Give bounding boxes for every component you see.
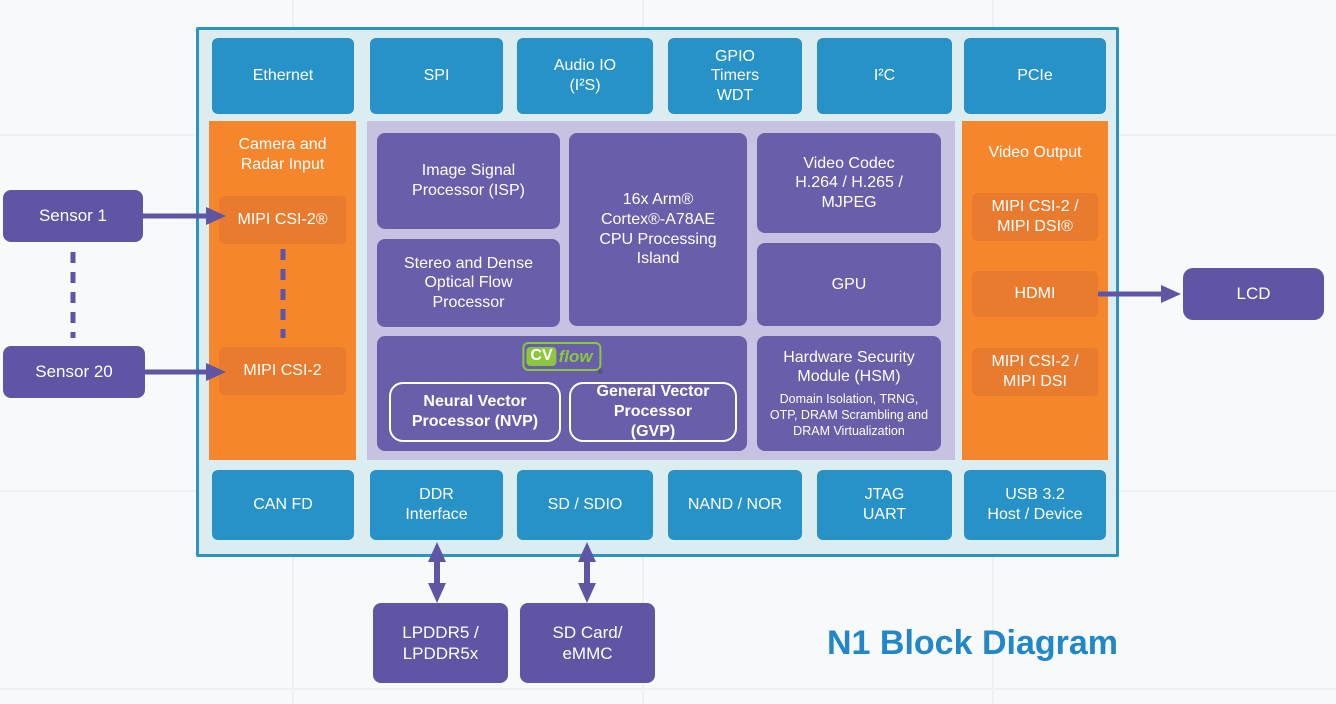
hsm-details: Domain Isolation, TRNG, OTP, DRAM Scramb… bbox=[769, 391, 929, 439]
block-usb32: USB 3.2 Host / Device bbox=[964, 470, 1106, 540]
block-gpu: GPU bbox=[757, 243, 941, 326]
block-cpu-island: 16x Arm® Cortex®-A78AE CPU Processing Is… bbox=[569, 133, 747, 326]
block-ethernet: Ethernet bbox=[212, 38, 354, 114]
soc-container: Ethernet SPI Audio IO (I²S) GPIO Timers … bbox=[196, 27, 1119, 557]
diagram-title: N1 Block Diagram bbox=[827, 624, 1118, 662]
block-video-codec: Video Codec H.264 / H.265 / MJPEG bbox=[757, 133, 941, 233]
block-can-fd: CAN FD bbox=[212, 470, 354, 540]
cvflow-registered-mark: ® bbox=[597, 369, 603, 376]
block-lpddr5: LPDDR5 / LPDDR5x bbox=[373, 603, 508, 683]
block-sensor-20: Sensor 20 bbox=[3, 346, 145, 398]
block-hsm: Hardware Security Module (HSM) Domain Is… bbox=[757, 336, 941, 451]
block-ddr-interface: DDR Interface bbox=[370, 470, 503, 540]
hsm-title: Hardware Security Module (HSM) bbox=[783, 348, 915, 386]
port-mipi-csi2-dsi-out-1: MIPI CSI-2 / MIPI DSI® bbox=[972, 193, 1098, 241]
block-audio-io: Audio IO (I²S) bbox=[517, 38, 653, 114]
cvflow-flow-word: flow bbox=[558, 347, 593, 366]
block-stereo-optical-flow: Stereo and Dense Optical Flow Processor bbox=[377, 239, 560, 327]
block-isp: Image Signal Processor (ISP) bbox=[377, 133, 560, 229]
port-mipi-csi2-in-1: MIPI CSI-2® bbox=[219, 196, 346, 244]
block-nvp: Neural Vector Processor (NVP) bbox=[389, 382, 561, 442]
block-sensor-1: Sensor 1 bbox=[3, 190, 143, 242]
block-gvp: General Vector Processor (GVP) bbox=[569, 382, 737, 442]
grid-line bbox=[0, 688, 1336, 690]
port-mipi-csi2-in-2: MIPI CSI-2 bbox=[219, 347, 346, 395]
block-gpio-timers-wdt: GPIO Timers WDT bbox=[668, 38, 802, 114]
cvflow-cv-badge: CV bbox=[526, 347, 557, 366]
block-jtag-uart: JTAG UART bbox=[817, 470, 952, 540]
block-nand-nor: NAND / NOR bbox=[668, 470, 802, 540]
block-sd-sdio: SD / SDIO bbox=[517, 470, 653, 540]
cvflow-logo: CV flow ® bbox=[522, 342, 603, 376]
block-sd-card-emmc: SD Card/ eMMC bbox=[520, 603, 655, 683]
port-hdmi: HDMI bbox=[972, 271, 1098, 317]
block-spi: SPI bbox=[370, 38, 503, 114]
video-output-header: Video Output bbox=[988, 144, 1082, 161]
block-lcd: LCD bbox=[1183, 268, 1324, 320]
block-cvflow: CV flow ® Neural Vector Processor (NVP) … bbox=[377, 336, 747, 451]
block-pcie: PCIe bbox=[964, 38, 1106, 114]
port-mipi-csi2-dsi-out-2: MIPI CSI-2 / MIPI DSI bbox=[972, 348, 1098, 396]
camera-input-header: Camera and Radar Input bbox=[238, 136, 327, 173]
panel-compute: Image Signal Processor (ISP) Stereo and … bbox=[367, 121, 955, 460]
panel-video-output: Video Output MIPI CSI-2 / MIPI DSI® HDMI… bbox=[962, 121, 1108, 460]
block-i2c: I²C bbox=[817, 38, 952, 114]
panel-camera-radar-input: Camera and Radar Input MIPI CSI-2® MIPI … bbox=[209, 121, 356, 460]
